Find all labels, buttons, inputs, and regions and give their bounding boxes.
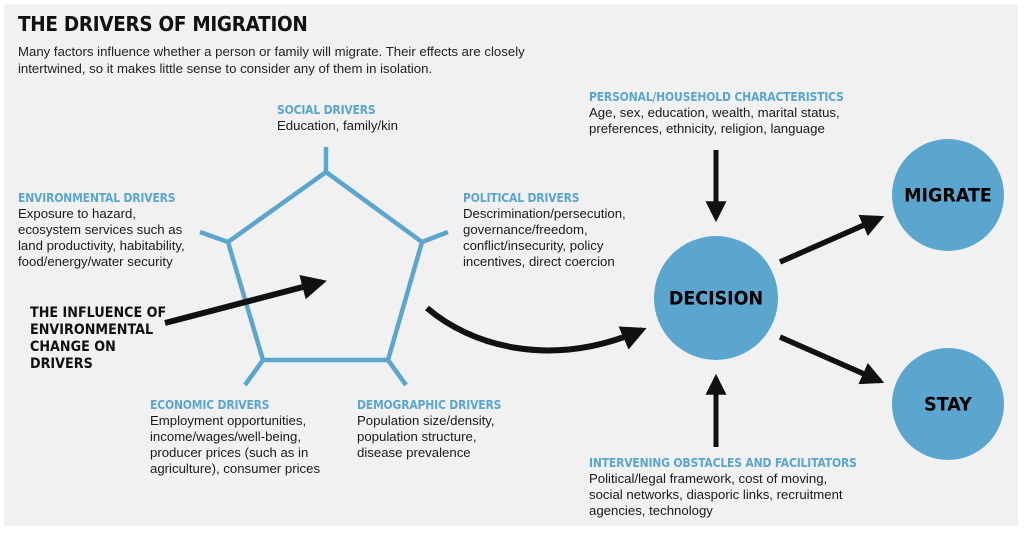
migrate-node bbox=[892, 139, 1004, 251]
personal-characteristics-text: Age, sex, education, wealth, marital sta… bbox=[589, 105, 840, 136]
obstacles-facilitators-heading: INTERVENING OBSTACLES AND FACILITATORS bbox=[589, 456, 857, 470]
demographic-drivers-block: DEMOGRAPHIC DRIVERS Population size/dens… bbox=[357, 398, 517, 461]
personal-characteristics-heading: PERSONAL/HOUSEHOLD CHARACTERISTICS bbox=[589, 90, 844, 104]
diagram-panel bbox=[4, 4, 1018, 526]
economic-drivers-text: Employment opportunities, income/wages/w… bbox=[150, 413, 321, 476]
obstacles-facilitators-block: INTERVENING OBSTACLES AND FACILITATORS P… bbox=[589, 456, 886, 519]
demographic-drivers-heading: DEMOGRAPHIC DRIVERS bbox=[357, 398, 502, 412]
decision-to-migrate-arrow bbox=[778, 214, 885, 265]
influence-label: THE INFLUENCE OF ENVIRONMENTAL CHANGE ON… bbox=[30, 305, 167, 372]
social-drivers-heading: SOCIAL DRIVERS bbox=[277, 103, 376, 117]
spoke-environmental bbox=[199, 229, 229, 245]
environmental-drivers-text: Exposure to hazard, ecosystem services s… bbox=[18, 206, 185, 269]
decision-label: DECISION bbox=[669, 288, 763, 310]
decision-to-stay-arrow bbox=[778, 334, 885, 385]
diagram-subtitle: Many factors influence whether a person … bbox=[18, 44, 525, 76]
economic-drivers-heading: ECONOMIC DRIVERS bbox=[150, 398, 270, 412]
spoke-demographic bbox=[386, 358, 408, 387]
demographic-drivers-text: Population size/density, population stru… bbox=[357, 413, 495, 460]
social-drivers-block: SOCIAL DRIVERS Education, family/kin bbox=[277, 103, 398, 134]
environmental-drivers-heading: ENVIRONMENTAL DRIVERS bbox=[18, 191, 176, 205]
environmental-drivers-block: ENVIRONMENTAL DRIVERS Exposure to hazard… bbox=[18, 191, 193, 270]
influence-arrow bbox=[164, 274, 327, 326]
decision-node bbox=[654, 236, 778, 360]
obstacles-facilitators-text: Political/legal framework, cost of movin… bbox=[589, 471, 843, 518]
stay-label: STAY bbox=[924, 394, 972, 416]
drivers-to-decision-arrow bbox=[425, 305, 647, 354]
economic-drivers-block: ECONOMIC DRIVERS Employment opportunitie… bbox=[150, 398, 320, 477]
political-drivers-text: Descrimination/persecution, governance/f… bbox=[463, 206, 626, 269]
political-drivers-heading: POLITICAL DRIVERS bbox=[463, 191, 580, 205]
migrate-label: MIGRATE bbox=[904, 185, 992, 207]
stay-node bbox=[892, 348, 1004, 460]
diagram-title: THE DRIVERS OF MIGRATION bbox=[18, 12, 308, 36]
spoke-economic bbox=[243, 358, 265, 387]
drivers-pentagon bbox=[225, 169, 425, 363]
personal-characteristics-block: PERSONAL/HOUSEHOLD CHARACTERISTICS Age, … bbox=[589, 90, 872, 137]
spoke-political bbox=[421, 229, 449, 245]
political-drivers-block: POLITICAL DRIVERS Descrimination/persecu… bbox=[463, 191, 626, 270]
social-drivers-text: Education, family/kin bbox=[277, 118, 398, 133]
